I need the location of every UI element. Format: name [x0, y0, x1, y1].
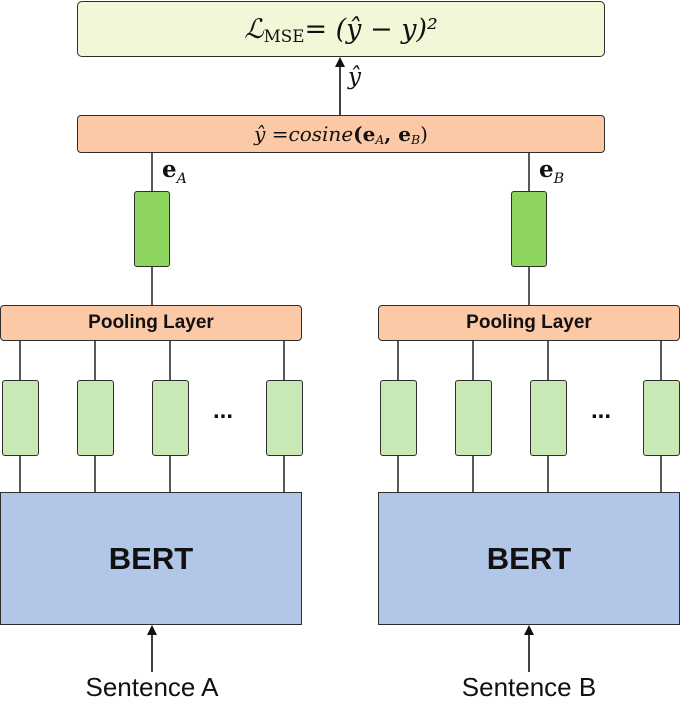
tower-b-token-connectors [397, 341, 662, 492]
bert-label-a: BERT [108, 540, 194, 576]
token-embedding [2, 380, 39, 456]
output-label: ŷ [348, 64, 361, 90]
cosine-args: (e [353, 122, 376, 146]
pooling-layer-a [0, 305, 302, 341]
embedding-a-symbol: e [162, 156, 177, 183]
pooling-layer-b [378, 305, 680, 341]
loss-expression: = (ŷ − y)² [304, 13, 438, 45]
token-embedding [266, 380, 303, 456]
cosine-func: cosine [288, 122, 354, 146]
cosine-sub-a: A [375, 131, 385, 147]
token-ellipsis-a: ... [213, 397, 234, 424]
token-embedding [380, 380, 417, 456]
cosine-box [77, 115, 605, 153]
token-embedding [152, 380, 189, 456]
bert-encoder-b [378, 492, 680, 625]
pooling-label-a: Pooling Layer [88, 312, 214, 333]
loss-subscript: MSE [263, 26, 305, 46]
cosine-comma: , e [384, 122, 411, 146]
cosine-close: ) [420, 122, 428, 146]
sentence-input-a: Sentence A [85, 672, 219, 702]
token-embedding [643, 380, 680, 456]
embedding-label-a: eA [162, 156, 187, 187]
cosine-prefix: ŷ = [254, 122, 289, 146]
sentence-embedding-a [134, 191, 170, 267]
token-embedding [77, 380, 114, 456]
bert-label-b: BERT [486, 540, 572, 576]
loss-symbol: ℒ [244, 13, 264, 45]
token-embedding [455, 380, 492, 456]
embedding-a-subscript: A [176, 171, 187, 187]
tower-a-token-connectors [19, 341, 285, 492]
loss-box [77, 1, 605, 57]
sentence-embedding-b [511, 191, 547, 267]
bert-encoder-a [0, 492, 302, 625]
embedding-b-symbol: e [539, 156, 554, 183]
embedding-label-b: eB [539, 156, 564, 187]
embedding-b-subscript: B [553, 171, 565, 187]
token-embedding [530, 380, 567, 456]
pooling-label-b: Pooling Layer [466, 312, 592, 333]
token-ellipsis-b: ... [591, 397, 612, 424]
sentence-input-b: Sentence B [461, 672, 597, 702]
cosine-sub-b: B [410, 131, 421, 147]
